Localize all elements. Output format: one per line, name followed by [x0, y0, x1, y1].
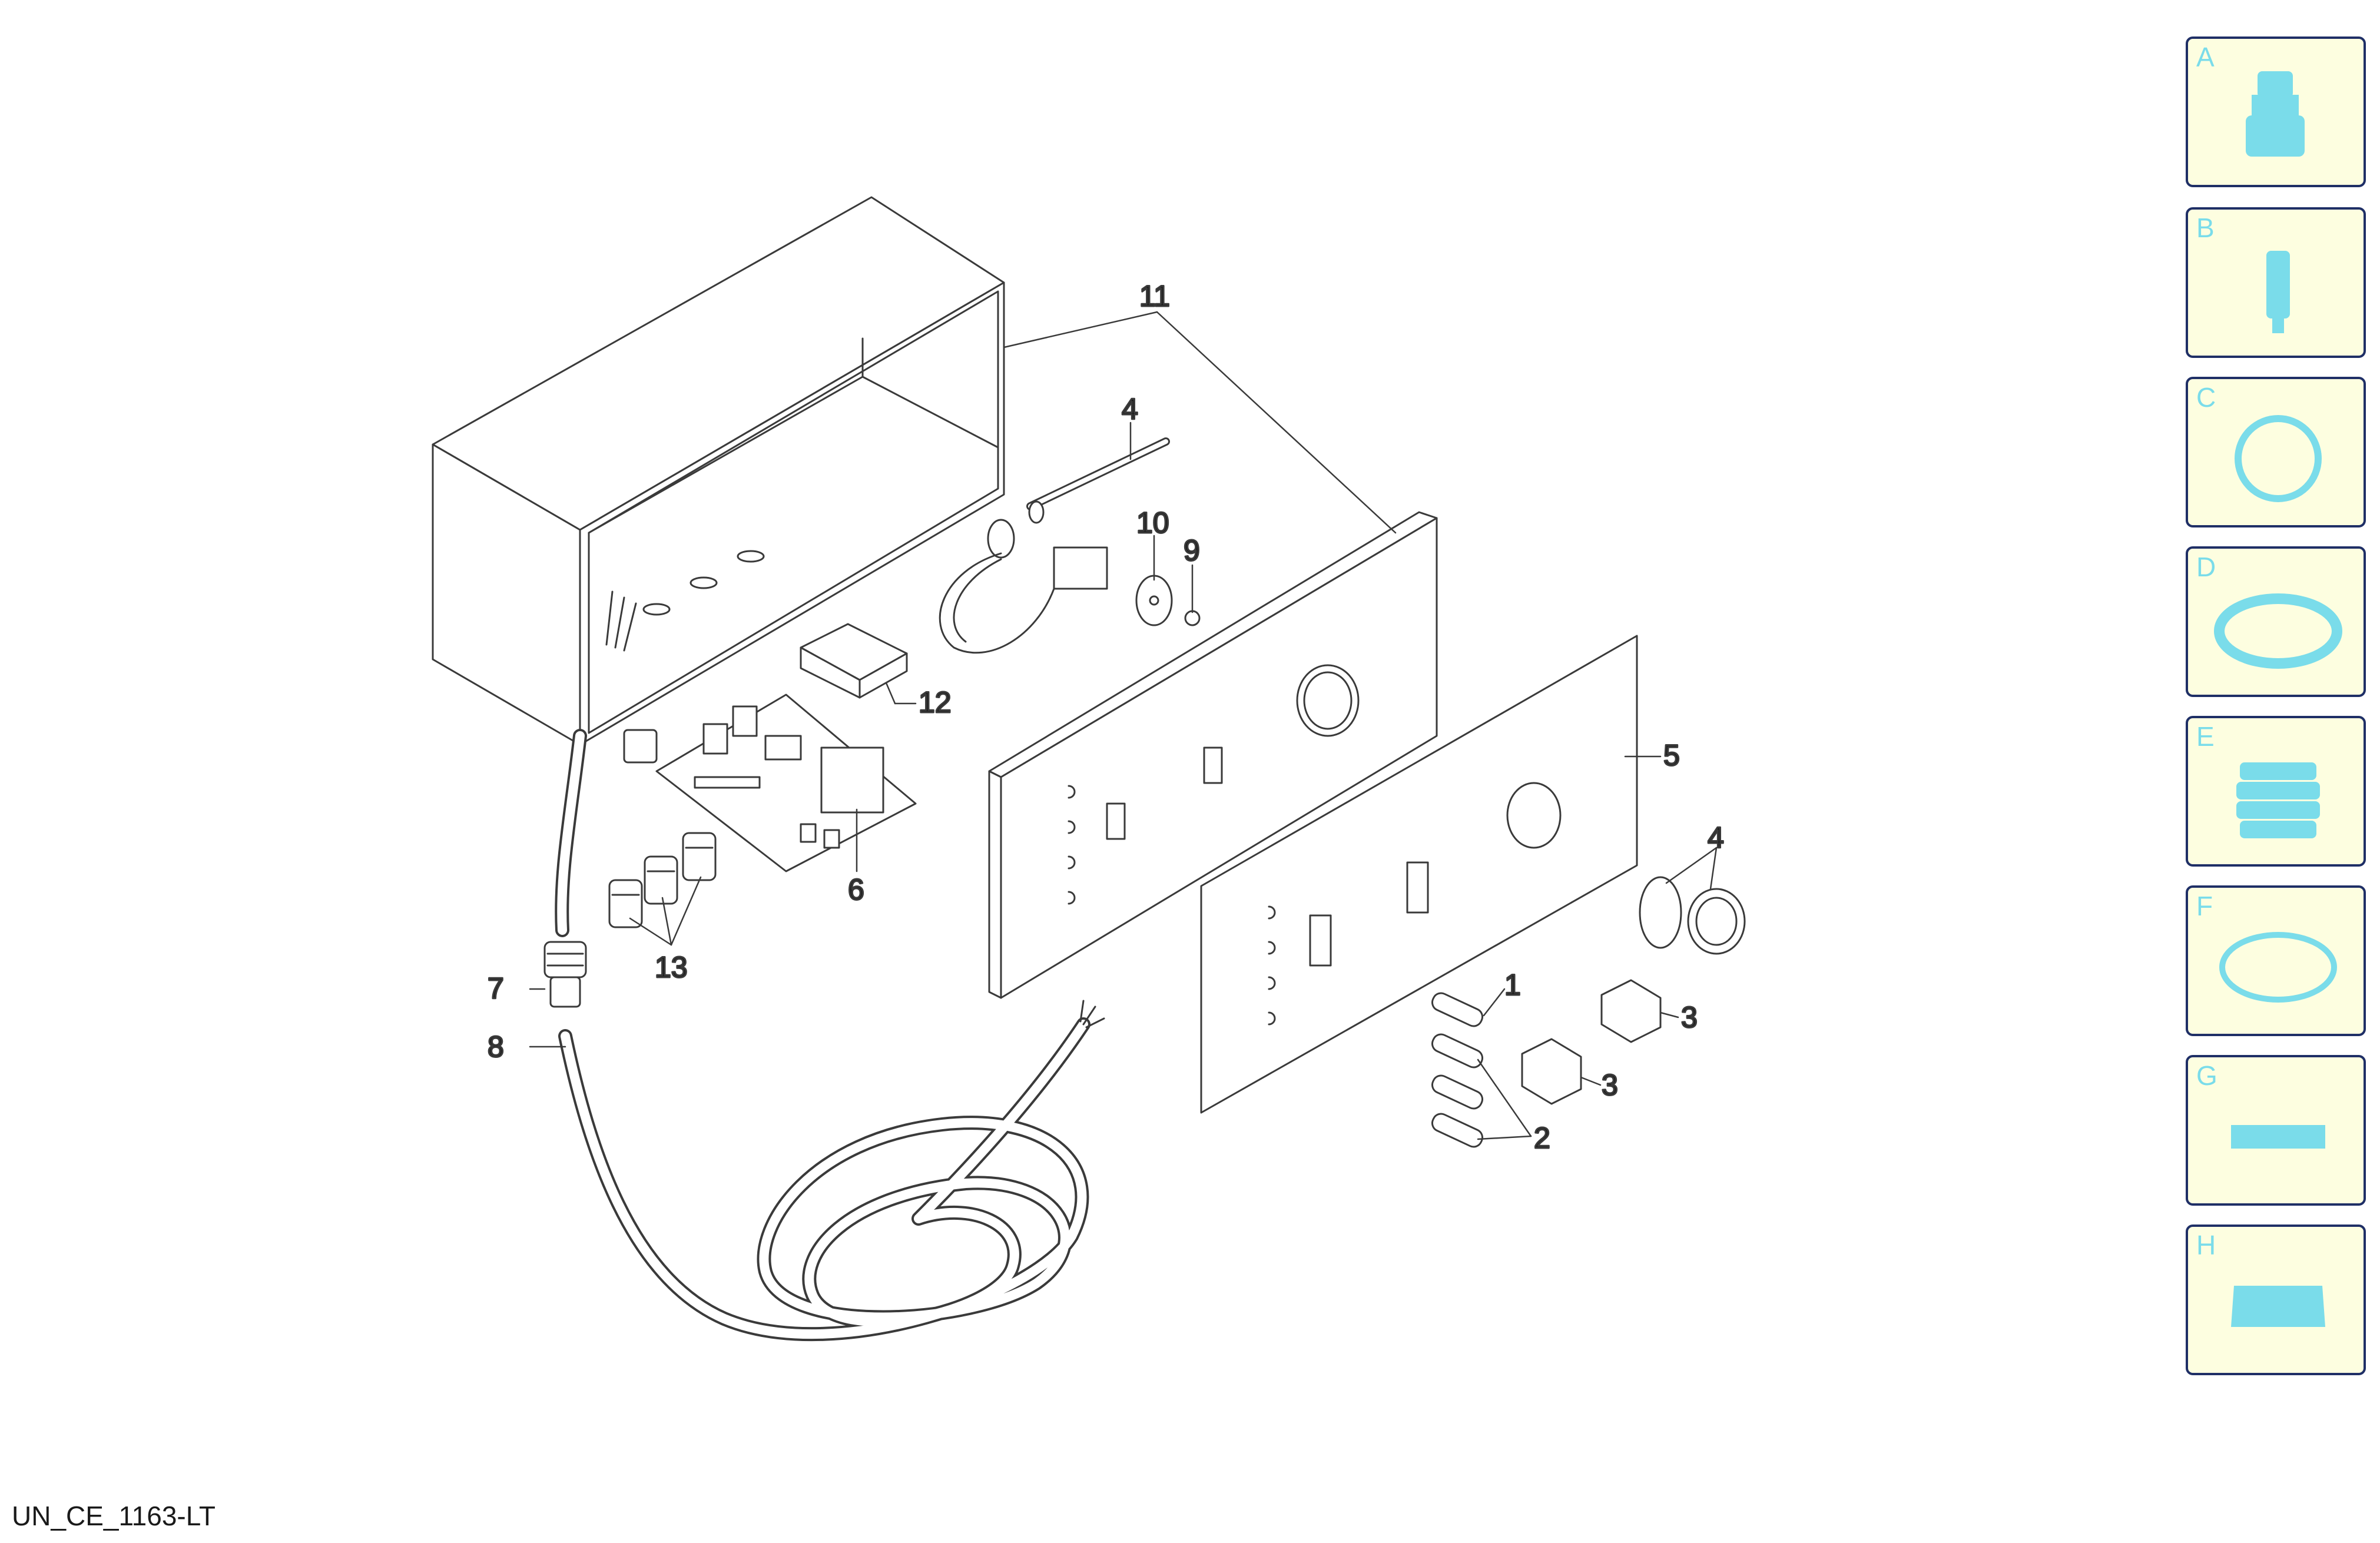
thumbnail-d[interactable]: D — [2186, 546, 2366, 697]
thumbnail-h[interactable]: H — [2186, 1225, 2366, 1375]
seal-ring-icon — [2214, 593, 2342, 669]
thumbnail-letter: E — [2196, 721, 2215, 752]
thumbnail-letter: B — [2196, 213, 2215, 243]
callout-11: 11 — [1139, 280, 1170, 313]
power-cable — [555, 729, 1105, 1342]
thumbnail-letter: C — [2196, 382, 2216, 413]
callout-1: 1 — [1504, 968, 1521, 1001]
thumbnail-a[interactable]: A — [2186, 36, 2366, 187]
thumbnail-letter: A — [2196, 42, 2215, 72]
callout-8: 8 — [488, 1030, 504, 1063]
thumbnail-letter: H — [2196, 1230, 2216, 1260]
knob — [1639, 876, 1746, 955]
enclosure-box — [432, 196, 1005, 746]
callout-10: 10 — [1136, 506, 1169, 539]
callout-13: 13 — [655, 951, 688, 984]
thumbnail-f[interactable]: F — [2186, 885, 2366, 1036]
thumbnail-b[interactable]: B — [2186, 207, 2366, 358]
callout-4-shaft: 4 — [1122, 393, 1138, 426]
thumbnail-letter: F — [2196, 891, 2213, 921]
front-panel — [988, 511, 1438, 999]
rocker-switches — [1521, 979, 1662, 1105]
callout-7: 7 — [488, 972, 504, 1005]
relay-block — [800, 623, 908, 699]
small-glands — [608, 832, 717, 928]
o-ring-icon — [2219, 932, 2337, 1003]
circuit-board — [655, 693, 917, 872]
cable-gland — [543, 941, 587, 1008]
drawing-code: UN_CE_1163-LT — [12, 1501, 216, 1531]
gasket-ring-icon — [2235, 415, 2322, 502]
thumbnail-e[interactable]: E — [2186, 716, 2366, 867]
leader-lines — [529, 311, 1718, 1140]
callout-2: 2 — [1534, 1121, 1550, 1154]
nozzle-icon — [2246, 71, 2305, 157]
callout-9: 9 — [1184, 534, 1200, 567]
bellows-icon — [2236, 762, 2320, 838]
thumbnail-c[interactable]: C — [2186, 377, 2366, 527]
callout-5: 5 — [1663, 739, 1680, 772]
callout-6: 6 — [848, 873, 864, 906]
indicator-lamps — [1431, 992, 1484, 1148]
cylinder-icon — [2266, 251, 2290, 333]
thumbnail-g[interactable]: G — [2186, 1055, 2366, 1206]
thumbnail-letter: D — [2196, 552, 2216, 582]
callout-3-upper: 3 — [1681, 1001, 1698, 1034]
panel-gasket — [1200, 635, 1638, 1114]
exploded-parts-diagram: 11 4 10 9 12 6 7 8 13 5 4 1 2 3 3 — [432, 196, 1746, 1342]
thermostat-assembly — [939, 437, 1201, 654]
callout-4-knob: 4 — [1708, 821, 1724, 854]
callout-12: 12 — [919, 686, 952, 719]
bracket-icon — [2231, 1125, 2325, 1149]
terminal-connector — [623, 729, 658, 764]
thumbnail-letter: G — [2196, 1060, 2217, 1091]
tray-icon — [2231, 1286, 2325, 1327]
callout-3-lower: 3 — [1602, 1069, 1618, 1101]
